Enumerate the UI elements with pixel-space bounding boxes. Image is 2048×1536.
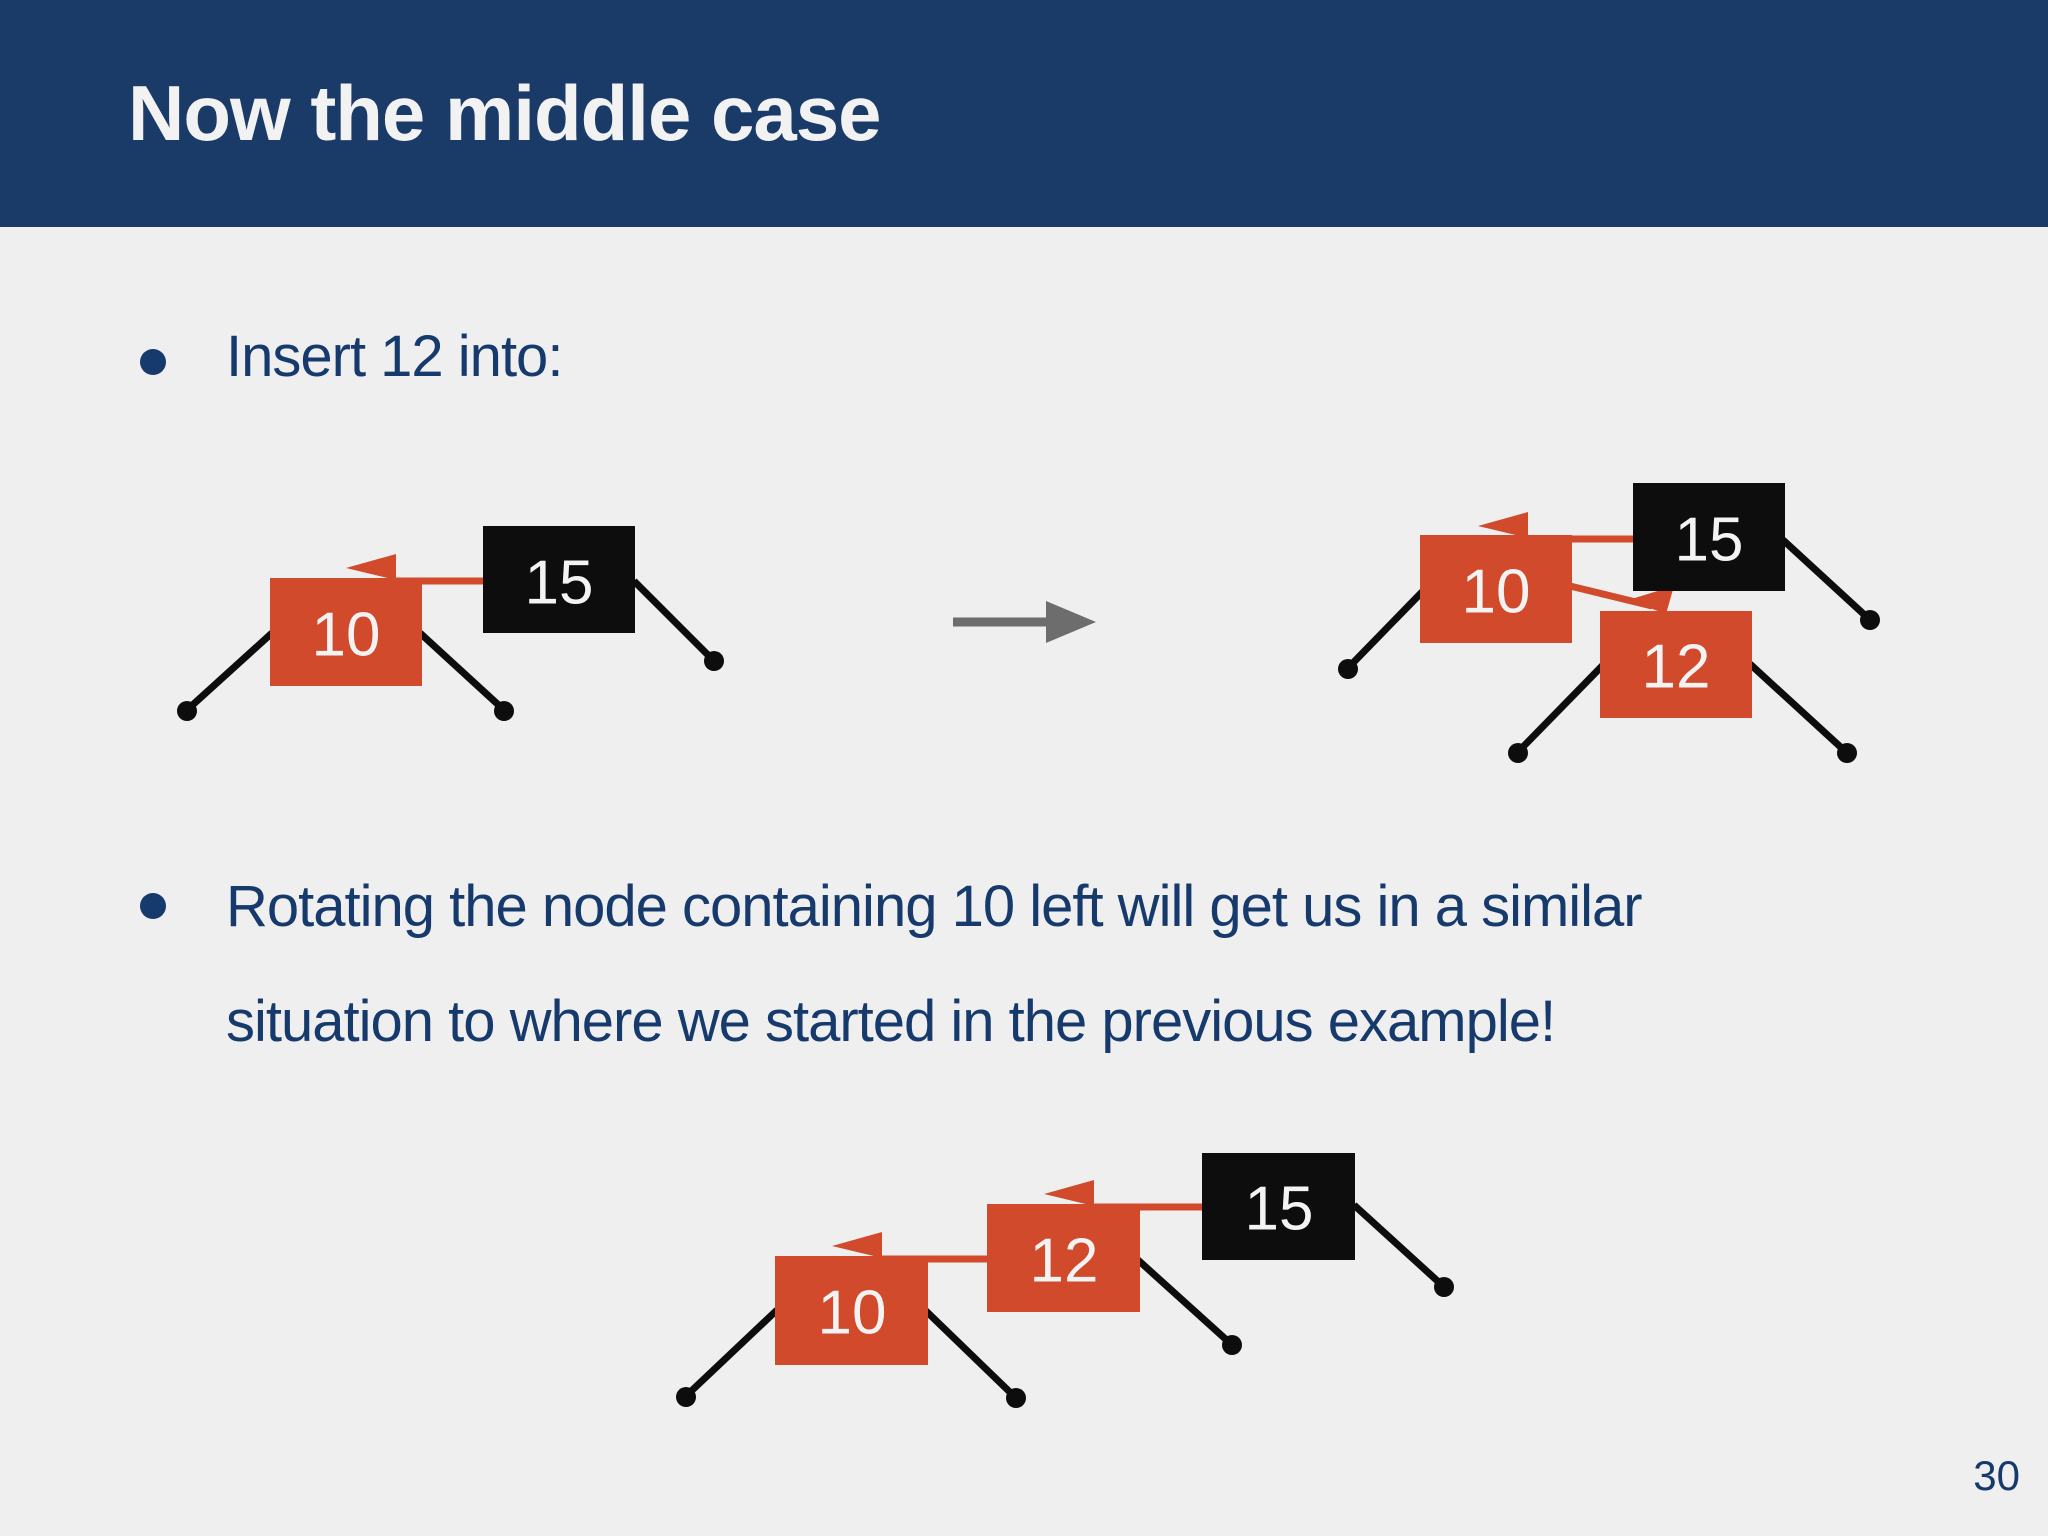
nil-leaf-dot — [494, 701, 514, 721]
edge-to-nil — [922, 1307, 1018, 1400]
node-value: 15 — [1675, 506, 1744, 575]
page-number: 30 — [1973, 1452, 2020, 1499]
nil-leaf-dot — [1006, 1388, 1026, 1408]
nil-leaf-dot — [1222, 1335, 1242, 1355]
tree-before-insert: 15 10 — [177, 526, 724, 721]
tree-node-12-red — [987, 1204, 1140, 1312]
edge-to-nil — [1780, 537, 1872, 622]
tree-node-10-red — [775, 1256, 928, 1365]
bullet-1-text: Insert 12 into: — [226, 324, 563, 390]
nil-leaf-dot — [676, 1387, 696, 1407]
tree-node-10-red — [1420, 535, 1572, 643]
nil-leaf-dot — [704, 651, 724, 671]
bullet-2-line-2: situation to where we started in the pre… — [226, 989, 1556, 1054]
bullet-2-text: Rotating the node containing 10 left wil… — [226, 849, 1643, 1079]
bullet-1-line-1: Insert 12 into: — [226, 324, 563, 389]
nil-leaf-dot — [1837, 743, 1857, 763]
tree-node-15-black — [483, 526, 635, 633]
slide-header: Now the middle case — [0, 0, 2048, 227]
edge-to-nil — [184, 630, 275, 713]
edge-to-nil — [1351, 1202, 1446, 1289]
tree-after-rotation: 15 12 10 — [676, 1153, 1454, 1408]
child-pointer-arrowhead-icon — [832, 1232, 882, 1258]
node-value: 10 — [818, 1279, 887, 1348]
bullet-icon — [140, 349, 166, 375]
arrow-head — [1046, 601, 1096, 643]
nil-leaf-dot — [1338, 659, 1358, 679]
nil-leaf-dot — [177, 701, 197, 721]
nil-leaf-dot — [1434, 1277, 1454, 1297]
nil-leaf-dot — [1508, 743, 1528, 763]
tree-node-15-black — [1633, 483, 1785, 591]
node-value: 12 — [1642, 633, 1711, 702]
bullet-icon — [140, 893, 166, 919]
tree-after-insert: 15 10 12 — [1338, 483, 1880, 763]
transition-arrow-icon — [953, 601, 1096, 643]
edge-to-nil — [683, 1307, 780, 1399]
tree-node-12-red — [1600, 611, 1752, 718]
nil-leaf-dot — [1860, 610, 1880, 630]
node-value: 10 — [312, 601, 381, 670]
edge-to-nil — [1345, 588, 1426, 671]
tree-node-15-black — [1202, 1153, 1355, 1260]
node-value: 12 — [1030, 1227, 1099, 1296]
edge-to-nil — [1747, 661, 1849, 755]
edge-to-nil — [631, 578, 716, 663]
bullet-2-line-1: Rotating the node containing 10 left wil… — [226, 874, 1643, 939]
child-pointer-arrowhead-icon — [1044, 1180, 1094, 1206]
tree-node-10-red — [270, 578, 422, 686]
node-value: 10 — [1462, 558, 1531, 627]
child-pointer-arrowhead-icon — [1478, 512, 1528, 538]
edge-to-nil — [417, 630, 507, 713]
page-title: Now the middle case — [128, 69, 882, 157]
edge-to-nil — [1135, 1257, 1234, 1347]
node-value: 15 — [525, 549, 594, 618]
node-value: 15 — [1245, 1175, 1314, 1244]
child-pointer-arrowhead-icon — [1628, 586, 1674, 614]
child-pointer-arrowhead-icon — [346, 554, 396, 580]
edge-to-nil — [1515, 661, 1607, 755]
